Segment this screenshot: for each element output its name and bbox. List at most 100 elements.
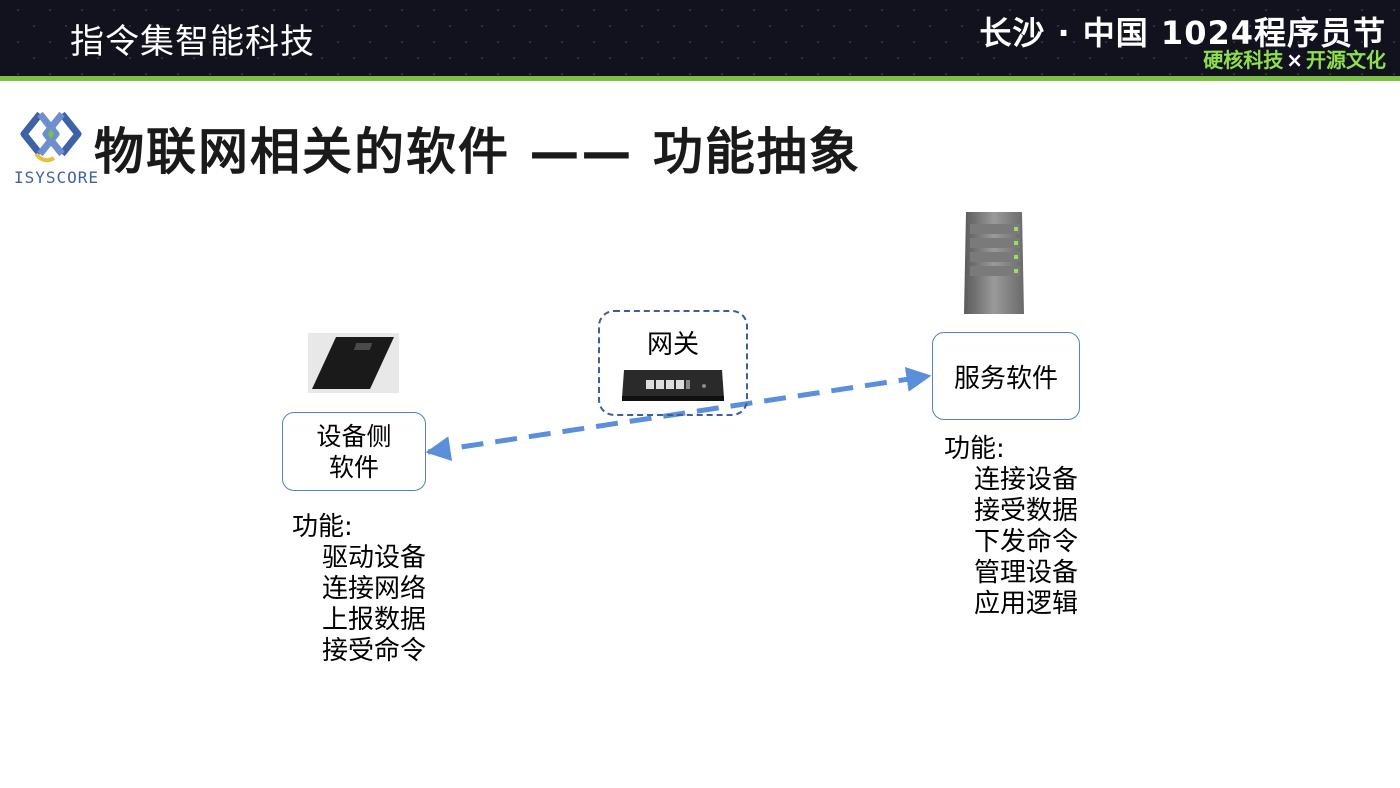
header-dot — [881, 9, 883, 11]
header-dot — [1057, 57, 1059, 59]
header-dot — [1329, 41, 1331, 43]
device-func-heading: 功能: — [292, 512, 353, 542]
header-dot — [1185, 25, 1187, 27]
header-dot — [961, 25, 963, 27]
device-func-item: 连接网络 — [322, 574, 427, 604]
header-dot — [545, 25, 547, 27]
header-dot — [1185, 57, 1187, 59]
header-dot — [1105, 41, 1107, 43]
server-func-item: 管理设备 — [974, 558, 1079, 588]
header-dot — [433, 73, 435, 75]
header-dot — [353, 57, 355, 59]
header-dot — [817, 9, 819, 11]
header-dot — [801, 25, 803, 27]
header-dot — [865, 25, 867, 27]
header-dot — [49, 73, 51, 75]
header-dot — [1137, 73, 1139, 75]
header-dot — [337, 73, 339, 75]
header-dot — [1345, 25, 1347, 27]
device-function-list: 功能: 驱动设备 连接网络 上报数据 接受命令 — [292, 512, 426, 667]
header-dot — [593, 9, 595, 11]
server-tower-icon — [964, 212, 1024, 314]
header-banner: 指令集智能科技 长沙 · 中国 1024程序员节 硬核科技×开源文化 — [0, 0, 1400, 76]
header-dot — [849, 9, 851, 11]
header-dot — [913, 9, 915, 11]
header-dot — [1265, 41, 1267, 43]
header-dot — [433, 41, 435, 43]
header-dot — [897, 57, 899, 59]
header-dot — [705, 57, 707, 59]
header-dot — [241, 41, 243, 43]
header-dot — [321, 57, 323, 59]
header-dot — [913, 73, 915, 75]
header-dot — [993, 25, 995, 27]
header-dot — [1361, 41, 1363, 43]
gateway-box: 网关 — [598, 310, 748, 416]
header-dot — [465, 9, 467, 11]
header-dot — [1025, 25, 1027, 27]
header-dot — [113, 73, 115, 75]
header-dot — [1057, 25, 1059, 27]
header-dot — [1121, 25, 1123, 27]
header-dot — [1329, 73, 1331, 75]
header-dot — [609, 25, 611, 27]
event-subtitle-separator: × — [1286, 48, 1303, 72]
header-dot — [1393, 9, 1395, 11]
header-dot — [705, 25, 707, 27]
header-dot — [225, 25, 227, 27]
header-dot — [753, 9, 755, 11]
header-dot — [1041, 73, 1043, 75]
header-dot — [161, 25, 163, 27]
header-dot — [881, 73, 883, 75]
header-dot — [737, 25, 739, 27]
header-dot — [561, 73, 563, 75]
header-dot — [1009, 73, 1011, 75]
header-dot — [497, 73, 499, 75]
header-dot — [1073, 9, 1075, 11]
header-dot — [1265, 9, 1267, 11]
header-dot — [657, 9, 659, 11]
header-dot — [849, 41, 851, 43]
header-dot — [753, 41, 755, 43]
header-dot — [161, 57, 163, 59]
header-dot — [1169, 9, 1171, 11]
event-subtitle: 硬核科技×开源文化 — [1203, 44, 1386, 73]
header-dot — [817, 73, 819, 75]
header-dot — [401, 9, 403, 11]
header-dot — [689, 9, 691, 11]
header-dot — [1089, 57, 1091, 59]
device-func-item: 上报数据 — [322, 605, 427, 635]
header-dot — [689, 73, 691, 75]
header-dot — [401, 73, 403, 75]
header-dot — [641, 57, 643, 59]
header-dot — [881, 41, 883, 43]
header-dot — [577, 57, 579, 59]
header-dot — [1089, 25, 1091, 27]
header-dot — [97, 57, 99, 59]
header-dot — [289, 57, 291, 59]
header-dot — [49, 41, 51, 43]
isyscore-logo-icon — [20, 111, 82, 163]
server-function-list: 功能: 连接设备 接受数据 下发命令 管理设备 应用逻辑 — [944, 434, 1078, 620]
header-dot — [513, 25, 515, 27]
device-label-line1: 设备侧 — [316, 421, 392, 451]
header-dot — [1377, 25, 1379, 27]
header-dot — [865, 57, 867, 59]
header-dot — [1009, 9, 1011, 11]
header-dot — [1073, 73, 1075, 75]
header-dot — [673, 57, 675, 59]
header-dot — [1217, 57, 1219, 59]
header-dot — [1009, 41, 1011, 43]
header-dot — [897, 25, 899, 27]
header-dot — [849, 73, 851, 75]
header-dot — [1265, 73, 1267, 75]
header-dot — [497, 41, 499, 43]
header-dot — [657, 41, 659, 43]
gateway-router-image — [622, 370, 724, 401]
header-dot — [257, 57, 259, 59]
device-software-box: 设备侧 软件 — [282, 412, 426, 491]
header-dot — [1249, 57, 1251, 59]
server-func-item: 接受数据 — [974, 496, 1079, 526]
header-dot — [145, 41, 147, 43]
header-dot — [113, 41, 115, 43]
